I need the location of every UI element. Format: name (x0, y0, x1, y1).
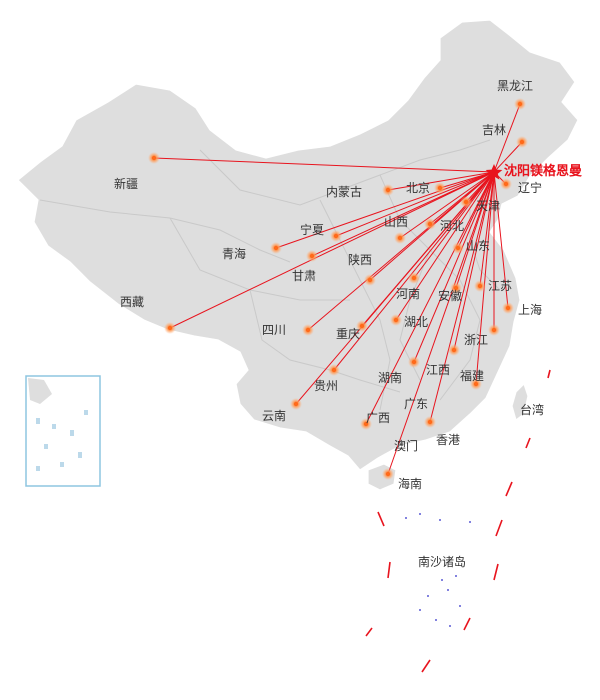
city-dot-core-zhejiang (491, 327, 497, 333)
route-line-jiangsu (479, 171, 495, 287)
city-dot-core-chongqing (359, 323, 365, 329)
hq-marker: 沈阳镁格恩曼 (485, 163, 582, 180)
route-line-ningxia (335, 171, 495, 237)
city-dot-core-qinghai (273, 245, 279, 251)
province-label-jilin: 吉林 (482, 123, 506, 137)
city-dot-core-jiangxi (451, 347, 457, 353)
city-dot-core-yunnan (293, 401, 299, 407)
province-label-beijing: 北京 (406, 181, 430, 195)
china-landmass (17, 19, 579, 471)
red-star-icon (485, 164, 503, 180)
city-dot-core-jilin (519, 139, 525, 145)
province-label-anhui: 安徽 (438, 288, 462, 303)
province-label-guizhou: 贵州 (314, 379, 338, 393)
city-dot-core-shanghai (505, 305, 511, 311)
route-line-xizang (169, 171, 495, 329)
city-dot-core-heilongjiang (517, 101, 523, 107)
city-dot-core-anhui (453, 285, 459, 291)
city-dot-core-gansu (309, 253, 315, 259)
route-lines (153, 103, 523, 475)
city-dot-core-ningxia (333, 233, 339, 239)
route-line-hainan (387, 171, 495, 475)
city-dot-core-liaoning (503, 181, 509, 187)
province-label-henan: 河南 (396, 286, 420, 301)
city-dot-core-shandong (455, 245, 461, 251)
route-line-heilongjiang (493, 103, 521, 173)
route-line-guangxi (365, 171, 495, 425)
province-label-shanghai: 上海 (518, 302, 542, 317)
province-label-jiangxi: 江西 (426, 363, 450, 377)
city-markers (148, 98, 528, 480)
province-label-xizang: 西藏 (120, 295, 144, 309)
route-line-fujian (475, 171, 495, 385)
province-label-taiwan: 台湾 (520, 402, 544, 417)
south-sea-inset (25, 375, 101, 487)
city-dot-core-sichuan (305, 327, 311, 333)
province-label-liaoning: 辽宁 (518, 180, 542, 195)
province-label-zhejiang: 浙江 (464, 333, 488, 347)
province-label-hubei: 湖北 (404, 314, 428, 329)
province-label-chongqing: 重庆 (336, 327, 360, 341)
city-dot-core-xizang (167, 325, 173, 331)
route-line-jiangxi (453, 171, 495, 351)
city-dot-core-shanxi (397, 235, 403, 241)
province-label-hunan: 湖南 (378, 370, 402, 385)
city-dot-core-shaanxi (367, 277, 373, 283)
route-line-shanxi (399, 171, 495, 239)
city-dot-core-guizhou (331, 367, 337, 373)
city-dot-core-hainan (385, 471, 391, 477)
province-label-shaanxi: 陕西 (348, 252, 372, 267)
route-line-henan (413, 171, 495, 279)
province-label-hongkong: 香港 (436, 433, 460, 447)
province-label-jiangsu: 江苏 (488, 279, 512, 293)
route-line-jilin (493, 141, 523, 173)
city-dot-core-guangxi (363, 421, 369, 427)
route-line-qinghai (275, 171, 495, 249)
province-label-guangdong: 广东 (404, 397, 428, 411)
province-label-heilongjiang: 黑龙江 (497, 79, 533, 93)
nine-dash-line (365, 369, 551, 673)
province-label-hebei: 河北 (440, 219, 464, 233)
route-line-yunnan (295, 171, 495, 405)
province-label-fujian: 福建 (460, 368, 484, 383)
province-label-qinghai: 青海 (222, 246, 246, 261)
city-dot-core-hunan (411, 359, 417, 365)
south-sea-islands (405, 513, 471, 627)
city-dot-core-jiangsu (477, 283, 483, 289)
route-line-neimenggu (387, 171, 495, 191)
province-label-ningxia: 宁夏 (300, 222, 324, 237)
hq-label: 沈阳镁格恩曼 (504, 163, 582, 179)
province-label-shandong: 山东 (466, 239, 490, 253)
province-label-shanxi: 山西 (384, 215, 408, 229)
route-line-xinjiang (153, 157, 495, 173)
province-label-sichuan: 四川 (262, 323, 286, 337)
route-line-guangdong (429, 171, 495, 423)
city-dot-core-neimenggu (385, 187, 391, 193)
city-dot-core-guangdong (427, 419, 433, 425)
city-dot-core-fujian (473, 381, 479, 387)
province-label-gansu: 甘肃 (292, 269, 316, 283)
province-label-macau: 澳门 (394, 438, 418, 453)
city-dot-core-hebei (427, 221, 433, 227)
city-dot-core-tianjin (463, 199, 469, 205)
route-line-hunan (413, 171, 495, 363)
province-label-neimenggu: 内蒙古 (326, 184, 362, 199)
province-label-hainan: 海南 (398, 476, 422, 491)
city-dot-core-henan (411, 275, 417, 281)
taiwan-island (511, 382, 529, 422)
city-dot-core-xinjiang (151, 155, 157, 161)
city-dot-core-beijing (437, 185, 443, 191)
province-label-xinjiang: 新疆 (114, 176, 138, 191)
route-line-hubei (395, 171, 495, 321)
province-label-yunnan: 云南 (262, 408, 286, 423)
province-label-nansha: 南沙诸岛 (418, 554, 466, 569)
route-line-gansu (311, 171, 495, 257)
province-label-tianjin: 天津 (476, 199, 500, 213)
route-line-shanghai (493, 171, 509, 309)
province-label-guangxi: 广西 (366, 411, 390, 425)
city-dot-core-hubei (393, 317, 399, 323)
